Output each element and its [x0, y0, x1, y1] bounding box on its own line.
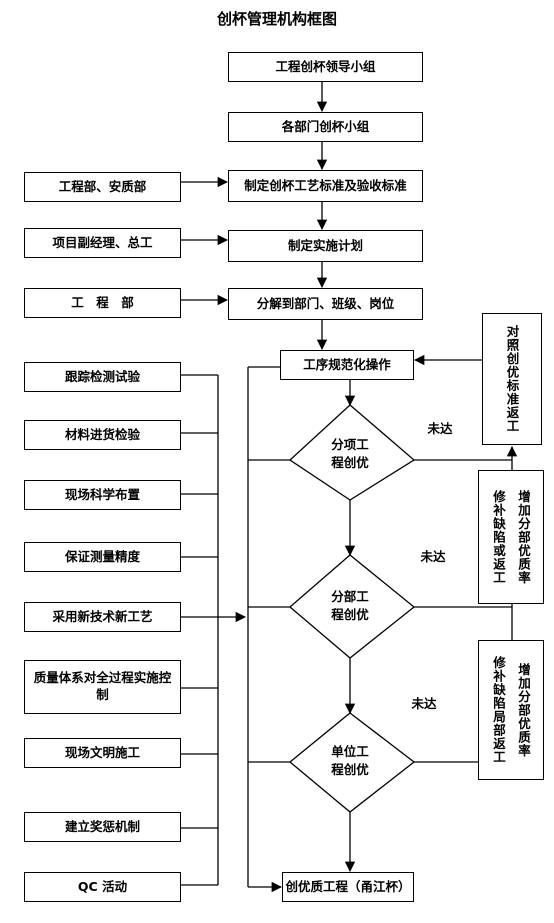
- page-title: 创杯管理机构框图: [216, 10, 337, 28]
- compare-rework-box: 对照创优标准返工: [482, 313, 542, 445]
- unit-decision-diamond: [288, 712, 416, 813]
- division-decision-label: 分部工 程创优: [331, 589, 369, 623]
- standardize-label: 工序规范化操作: [303, 356, 391, 372]
- measure-box: 采用新技术新工艺: [24, 602, 181, 632]
- measure-label: 保证测量精度: [64, 548, 140, 564]
- unit-decision-label: 单位工 程创优: [331, 744, 369, 778]
- item-decision-label: 分项工 程创优: [331, 437, 369, 471]
- not-reached-label: 未达: [420, 549, 446, 564]
- engineering-dept-box: 工 程 部: [24, 288, 181, 318]
- division-repair-label: 修补缺陷或返工: [491, 489, 506, 585]
- standardize-box: 工序规范化操作: [280, 350, 414, 380]
- pm-chief-label: 项目副经理、总工: [52, 234, 153, 250]
- leading-group-box: 工程创杯领导小组: [228, 52, 423, 82]
- engineering-safety-box: 工程部、安质部: [24, 172, 181, 202]
- decompose-label: 分解到部门、班级、岗位: [256, 295, 395, 311]
- final-label: 创优质工程（甬江杯）: [285, 878, 411, 894]
- measure-box: 现场科学布置: [24, 480, 181, 510]
- measure-label: 现场文明施工: [64, 744, 140, 760]
- measure-box: 建立奖惩机制: [24, 812, 181, 842]
- division-repair-label: 增加分部优质率: [516, 489, 531, 585]
- engineering-dept-label: 工 程 部: [71, 294, 134, 310]
- division-decision-diamond: [289, 554, 416, 659]
- measure-label: 现场科学布置: [64, 486, 140, 502]
- measure-box: 跟踪检测试验: [24, 362, 181, 392]
- unit-repair-label: 增加分部优质率: [516, 662, 531, 758]
- item-decision-diamond: [288, 404, 416, 501]
- engineering-safety-label: 工程部、安质部: [58, 178, 147, 194]
- decompose-box: 分解到部门、班级、岗位: [228, 288, 423, 320]
- unit-repair-box: 增加分部优质率 修补缺陷局部返工: [478, 640, 544, 780]
- dept-group-box: 各部门创杯小组: [228, 112, 423, 142]
- measure-label: 建立奖惩机制: [64, 818, 140, 834]
- measure-box: 现场文明施工: [24, 738, 181, 768]
- not-reached-label: 未达: [427, 421, 453, 436]
- plan-box: 制定实施计划: [228, 230, 423, 262]
- measure-label: 采用新技术新工艺: [52, 608, 153, 624]
- dept-group-label: 各部门创杯小组: [281, 118, 370, 134]
- measure-label: 材料进货检验: [64, 426, 140, 442]
- pm-chief-box: 项目副经理、总工: [24, 228, 181, 258]
- measure-label: 质量体系对全过程实施控制: [33, 670, 172, 702]
- standards-box: 制定创杯工艺标准及验收标准: [228, 170, 423, 202]
- measure-box: 质量体系对全过程实施控制: [24, 660, 181, 714]
- plan-label: 制定实施计划: [287, 237, 363, 253]
- division-repair-box: 增加分部优质率 修补缺陷或返工: [478, 470, 544, 604]
- measure-label: 跟踪检测试验: [64, 368, 140, 384]
- standards-label: 制定创杯工艺标准及验收标准: [244, 177, 407, 193]
- final-box: 创优质工程（甬江杯）: [282, 872, 414, 902]
- unit-repair-label: 修补缺陷局部返工: [491, 656, 506, 764]
- compare-rework-label: 对照创优标准返工: [504, 325, 520, 433]
- measure-box: 材料进货检验: [24, 420, 181, 450]
- not-reached-label: 未达: [411, 696, 437, 711]
- leading-group-label: 工程创杯领导小组: [275, 58, 376, 74]
- measure-box: QC 活动: [24, 872, 181, 902]
- measure-label: QC 活动: [77, 878, 128, 894]
- measure-box: 保证测量精度: [24, 542, 181, 572]
